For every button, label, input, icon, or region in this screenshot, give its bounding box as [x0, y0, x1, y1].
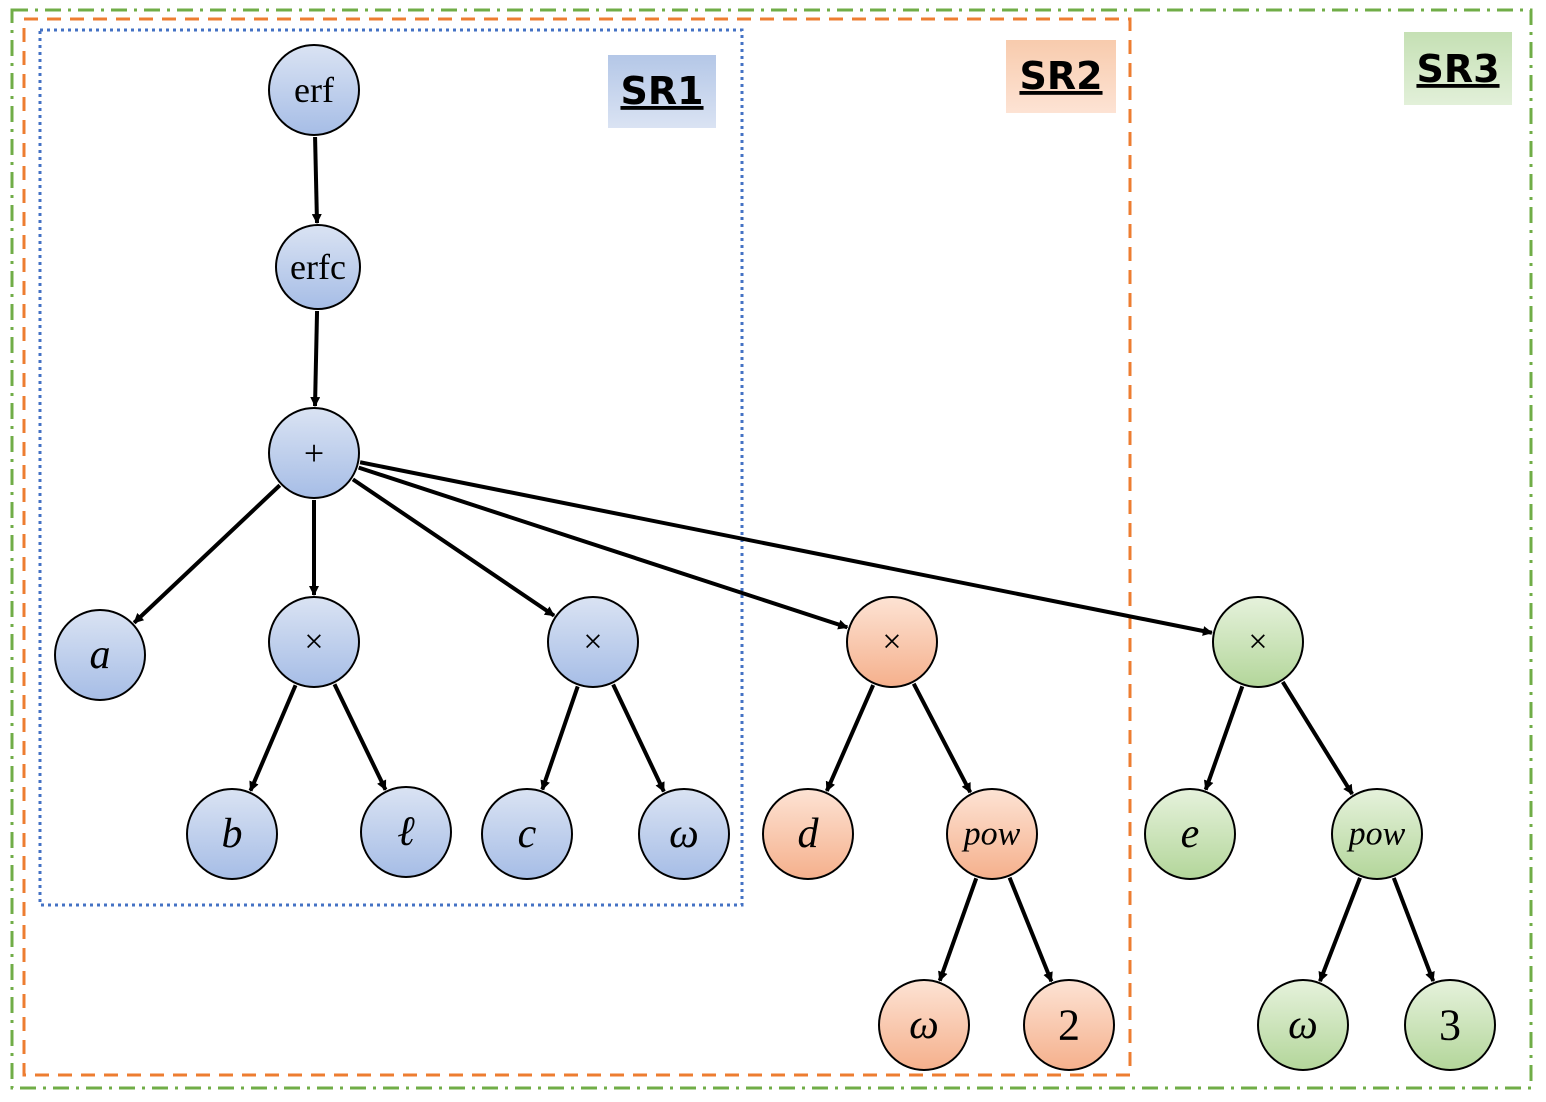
node-times2-circle: [547, 596, 639, 688]
node-three: 3: [1404, 979, 1496, 1071]
node-times3: ×: [846, 596, 938, 688]
node-times3-circle: [846, 596, 938, 688]
node-times2-label: ×: [583, 624, 602, 661]
node-a: a: [54, 609, 146, 701]
node-ell-label: ℓ: [397, 809, 415, 855]
edge-plus-to-a: [132, 483, 282, 625]
edge-times2-to-omega1: [611, 683, 666, 793]
node-three-label: 3: [1439, 1001, 1461, 1050]
node-times3-label: ×: [882, 624, 901, 661]
node-times1-label: ×: [304, 624, 323, 661]
node-b-label: b: [222, 811, 243, 857]
region-label-sr2: SR2: [1006, 40, 1116, 113]
node-times4: ×: [1212, 596, 1304, 688]
node-omega2-circle: [878, 979, 970, 1071]
node-b-circle: [186, 788, 278, 880]
node-d-label: d: [798, 811, 820, 857]
edge-plus-to-times2: [351, 477, 556, 618]
edge-pow2-to-omega3: [1318, 877, 1362, 983]
node-c: c: [481, 788, 573, 880]
edge-erf-to-erfc: [311, 136, 322, 225]
region-sr2-box: [22, 17, 1132, 1077]
nodes-layer: erf erfc + a × × × × b ℓ c ω d pow ω 2 e pow ω 3: [54, 44, 1496, 1071]
node-e-label: e: [1181, 811, 1200, 857]
edge-pow1-to-two: [1007, 876, 1054, 983]
edge-times1-to-ell: [332, 683, 388, 791]
node-erfc: erfc: [275, 224, 361, 310]
node-omega3: ω: [1257, 979, 1349, 1071]
node-d: d: [762, 788, 854, 880]
region-sr3-box: [10, 8, 1533, 1090]
node-erf-circle: [268, 44, 360, 136]
edge-times1-to-b: [248, 684, 298, 792]
edge-times2-to-c: [540, 685, 580, 791]
node-e-circle: [1144, 788, 1236, 880]
node-pow1-circle: [946, 788, 1038, 880]
node-plus: +: [268, 407, 360, 499]
node-pow2: pow: [1331, 788, 1423, 880]
node-b: b: [186, 788, 278, 880]
edge-pow1-to-omega2: [937, 877, 979, 982]
node-pow2-circle: [1331, 788, 1423, 880]
node-two: 2: [1023, 979, 1115, 1071]
region-sr3-label: SR3: [1416, 47, 1499, 91]
node-omega2: ω: [878, 979, 970, 1071]
node-erfc-circle: [275, 224, 361, 310]
node-two-label: 2: [1058, 1001, 1080, 1050]
edge-erfc-to-plus: [310, 310, 321, 408]
node-e: e: [1144, 788, 1236, 880]
edges-layer: [132, 136, 1436, 983]
node-times4-circle: [1212, 596, 1304, 688]
node-times2: ×: [547, 596, 639, 688]
node-ell-circle: [360, 786, 452, 878]
node-erf: erf: [268, 44, 360, 136]
edge-plus-to-times4: [359, 460, 1213, 636]
node-omega3-label: ω: [1288, 1002, 1318, 1048]
node-pow2-label: pow: [1347, 816, 1406, 853]
edge-times4-to-pow2: [1281, 680, 1354, 796]
node-c-circle: [481, 788, 573, 880]
node-times1-circle: [268, 596, 360, 688]
edge-times3-to-pow1: [911, 682, 973, 794]
region-label-sr3: SR3: [1404, 32, 1512, 105]
edge-plus-to-times3: [358, 465, 849, 630]
edge-pow2-to-three: [1391, 877, 1436, 983]
node-omega1-label: ω: [669, 811, 699, 857]
region-sr2-label: SR2: [1019, 54, 1102, 98]
node-two-circle: [1023, 979, 1115, 1071]
node-times4-label: ×: [1248, 624, 1267, 661]
node-erf-label: erf: [294, 70, 334, 110]
node-pow1-label: pow: [962, 816, 1021, 853]
node-omega2-label: ω: [909, 1002, 939, 1048]
node-plus-circle: [268, 407, 360, 499]
node-a-circle: [54, 609, 146, 701]
edge-times4-to-e: [1203, 685, 1245, 791]
node-times1: ×: [268, 596, 360, 688]
node-d-circle: [762, 788, 854, 880]
region-label-sr1: SR1: [608, 55, 716, 128]
node-omega1-circle: [638, 788, 730, 880]
node-erfc-label: erfc: [290, 247, 346, 287]
region-sr1-label: SR1: [620, 69, 703, 113]
node-three-circle: [1404, 979, 1496, 1071]
node-plus-label: +: [304, 433, 324, 473]
node-ell: ℓ: [360, 786, 452, 878]
node-omega3-circle: [1257, 979, 1349, 1071]
node-omega1: ω: [638, 788, 730, 880]
node-c-label: c: [518, 811, 537, 857]
node-a-label: a: [90, 632, 111, 678]
region-sr1-box: [38, 28, 744, 907]
node-pow1: pow: [946, 788, 1038, 880]
edge-times3-to-d: [825, 684, 875, 792]
